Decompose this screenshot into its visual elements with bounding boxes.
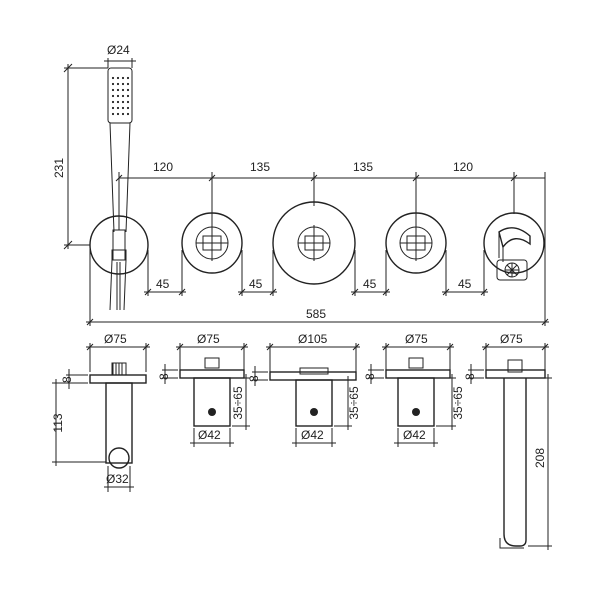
handshower [107,67,133,233]
holder-plate [89,215,149,311]
mixer-center-plate-thickness: 8 [247,375,261,382]
dim-spacing-d: 120 [453,160,473,174]
holder-plate-diameter: Ø75 [104,332,127,346]
mixer-right-plate-diameter: Ø75 [405,332,428,346]
dim-offset-fourth: 45 [458,277,472,291]
dim-handshower-diameter: Ø24 [104,43,136,68]
dim-handshower-height: 231 [52,63,108,250]
mixer-right-plate-thickness: 8 [363,373,377,380]
holder-hose-diameter: Ø32 [106,472,129,486]
dim-handshower-diameter-label: Ø24 [107,43,130,57]
mixer-center-body-diameter: Ø42 [301,428,324,442]
spout-plate-thickness: 8 [463,373,477,380]
dim-offset-second: 45 [249,277,263,291]
mixer-center-depth-range: 35÷65 [347,386,361,420]
mixer-center-plate-diameter: Ø105 [298,332,328,346]
mixer-center [272,201,356,285]
dim-spacing-c: 135 [353,160,373,174]
mixer-left-plate-thickness: 8 [157,373,171,380]
dim-spacing: 120 135 135 120 [115,160,546,322]
dim-offsets: 45 45 45 45 [144,250,488,296]
profile-mixer-left: Ø75 8 35÷65 Ø42 [157,332,250,447]
holder-plate-thickness: 8 [60,376,74,383]
dim-spacing-b: 135 [250,160,270,174]
profile-mixer-center: Ø105 8 35÷65 Ø42 [247,332,361,447]
spout-length: 208 [533,448,547,468]
dim-offset-third: 45 [363,277,377,291]
holder-depth: 113 [51,413,65,432]
mixer-left-plate-diameter: Ø75 [197,332,220,346]
nozzle-pattern [111,76,130,116]
profile-holder: Ø75 8 113 Ø32 [51,332,150,492]
mixer-right-depth-range: 35÷65 [451,386,465,420]
dim-spacing-a: 120 [153,160,173,174]
dim-total-width-label: 585 [306,307,326,321]
dim-handshower-height-label: 231 [52,158,66,178]
mixer-left-body-diameter: Ø42 [198,428,221,442]
dim-total-width: 585 [86,245,549,326]
profile-mixer-right: Ø75 8 35÷65 Ø42 [363,332,465,447]
profile-spout: Ø75 8 208 [463,332,552,550]
dim-offset-first: 45 [156,277,170,291]
front-view: Ø24 231 120 135 135 120 45 45 [52,43,549,326]
mixer-right-body-diameter: Ø42 [403,428,426,442]
spout [483,212,545,281]
mixer-left-depth-range: 35÷65 [231,386,245,420]
spout-plate-diameter: Ø75 [500,332,523,346]
